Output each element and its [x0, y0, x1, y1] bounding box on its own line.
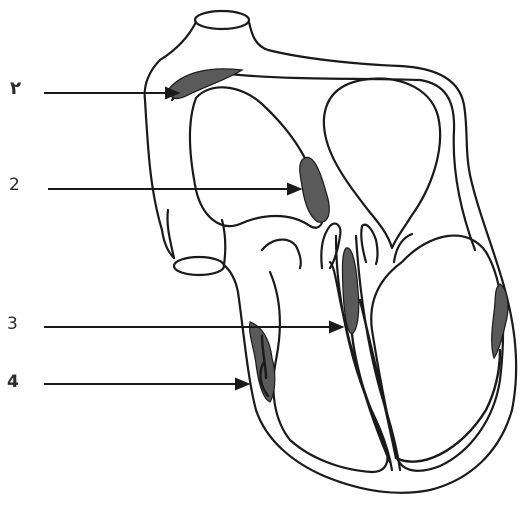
right-atrium [190, 87, 323, 227]
heart-outer-wall [145, 60, 517, 493]
inferior-vena-cava-opening [174, 257, 224, 275]
arrowhead-2 [288, 184, 300, 194]
label-2: 2 [9, 177, 20, 194]
tricuspid-valve-left [262, 240, 301, 268]
arrowhead-4 [236, 379, 248, 389]
right-ventricle [270, 262, 387, 472]
mitral-valve-left [361, 225, 377, 264]
label-3: 3 [7, 316, 18, 333]
sinoatrial-node [168, 69, 242, 99]
arrowhead-3 [330, 322, 342, 332]
label-4: 4 [7, 374, 19, 391]
superior-vena-cava-right-wall [249, 22, 400, 66]
atrioventricular-node [300, 157, 330, 222]
superior-vena-cava [160, 22, 196, 60]
right-purkinje-fibers [250, 322, 275, 402]
left-purkinje-fibers [492, 284, 508, 358]
label-1: ۲ [10, 80, 21, 98]
left-atrium [324, 79, 440, 249]
superior-vena-cava-opening [195, 11, 249, 29]
